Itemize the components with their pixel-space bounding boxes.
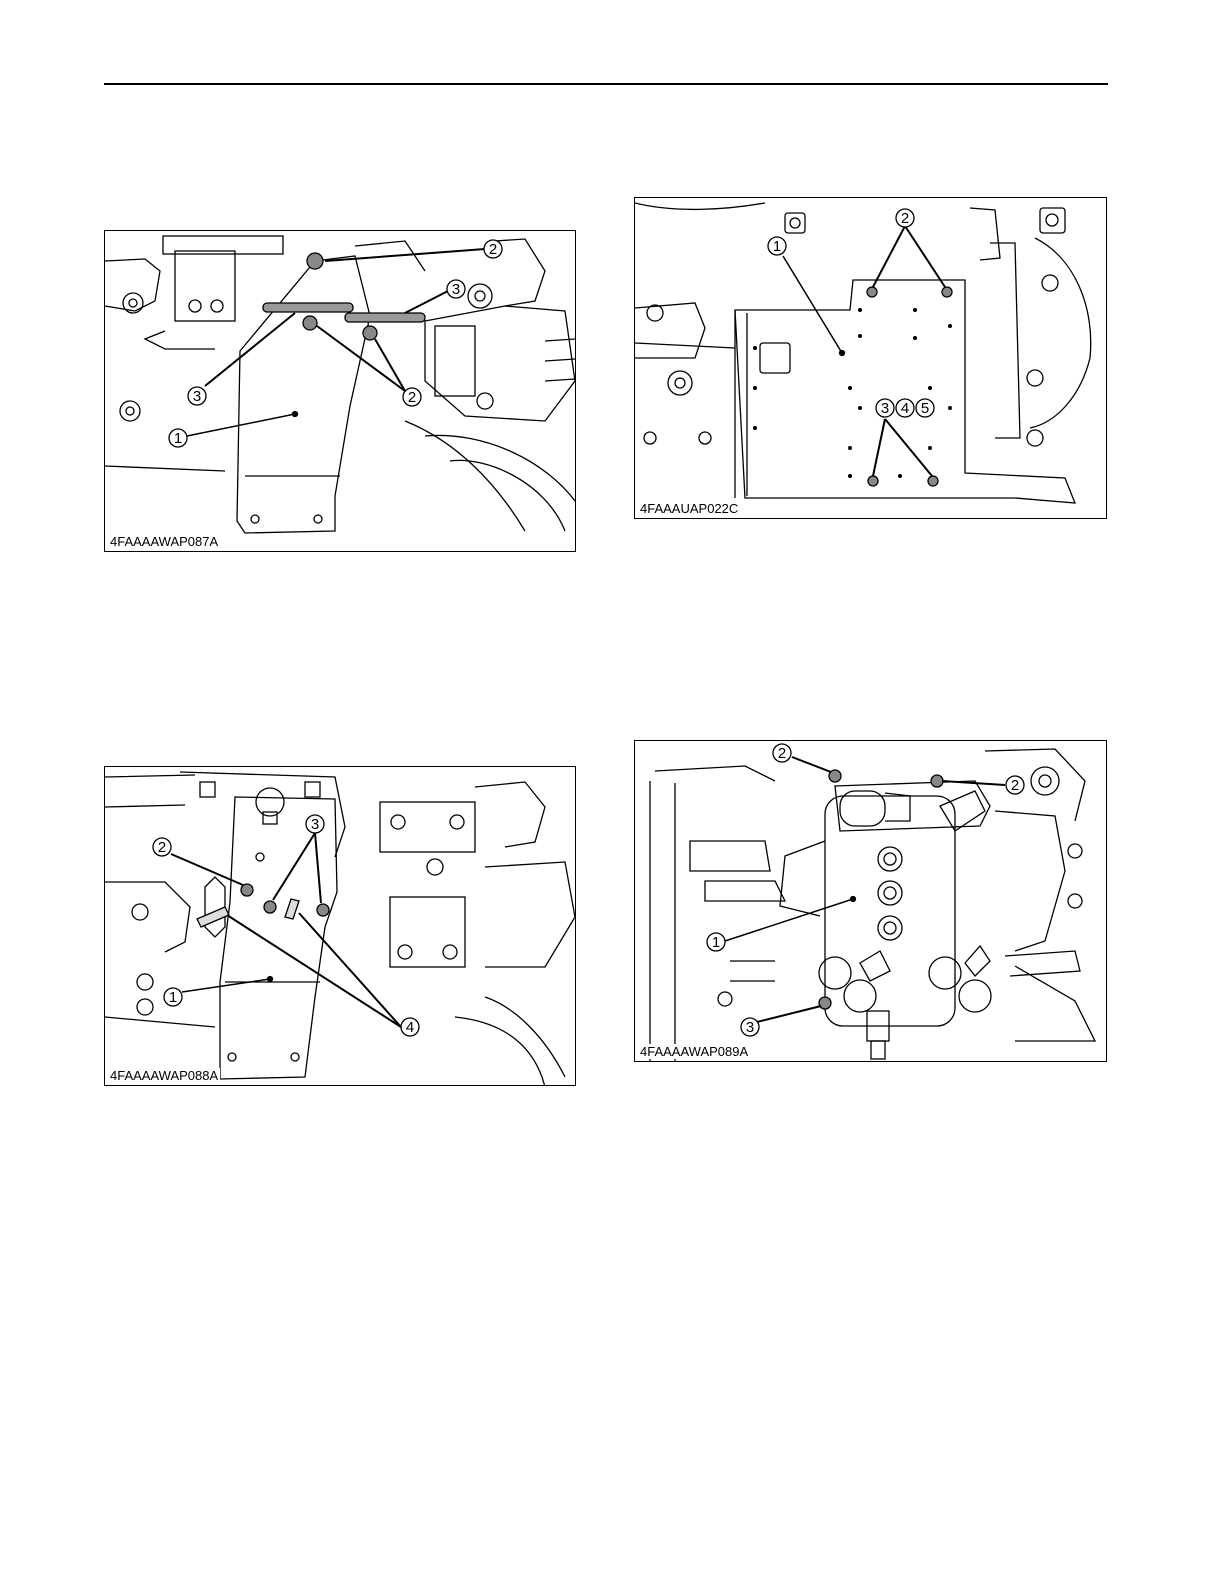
figure-1: 2 3 3 2 1 4FAAAAWAP087A [104, 230, 576, 552]
callout-2: 2 [901, 210, 909, 227]
figure-1-illustration: 2 3 3 2 1 [105, 231, 576, 552]
figure-code: 4FAAAAWAP088A [108, 1068, 220, 1083]
callout-1: 1 [169, 989, 177, 1006]
callout-3: 3 [746, 1019, 754, 1036]
callout-1: 1 [773, 238, 781, 255]
figure-3: 3 2 1 4 4FAAAAWAP088A [104, 766, 576, 1086]
header-rule [104, 83, 1108, 85]
callout-2a: 2 [489, 241, 497, 258]
callout-2b: 2 [408, 389, 416, 406]
callout-4: 4 [901, 400, 909, 417]
figure-3-illustration: 3 2 1 4 [105, 767, 576, 1086]
callout-4: 4 [406, 1019, 414, 1036]
figure-4-illustration: 2 2 1 3 [635, 741, 1107, 1062]
figure-4: 2 2 1 3 4FAAAAWAP089A [634, 740, 1107, 1062]
callout-1: 1 [712, 934, 720, 951]
callout-2a: 2 [778, 745, 786, 762]
callout-2b: 2 [1011, 777, 1019, 794]
figure-2: 2 1 3 4 5 4FAAAUAP022C [634, 197, 1107, 519]
figure-2-illustration: 2 1 3 4 5 [635, 198, 1107, 519]
callout-3: 3 [311, 816, 319, 833]
figure-code: 4FAAAUAP022C [638, 501, 740, 516]
callout-5: 5 [921, 400, 929, 417]
callout-3b: 3 [193, 388, 201, 405]
figure-code: 4FAAAAWAP087A [108, 534, 220, 549]
callout-1: 1 [174, 430, 182, 447]
callout-3a: 3 [452, 281, 460, 298]
figure-code: 4FAAAAWAP089A [638, 1044, 750, 1059]
callout-2: 2 [158, 839, 166, 856]
callout-3: 3 [881, 400, 889, 417]
